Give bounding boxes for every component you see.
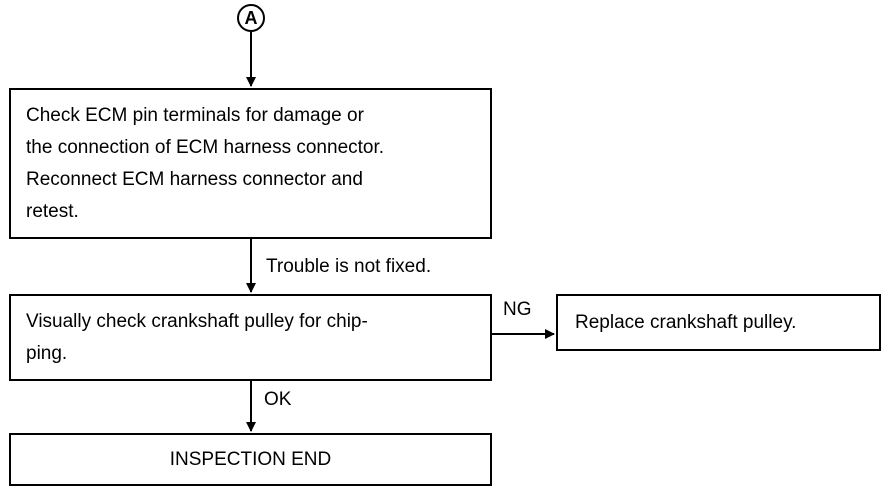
connector-a-badge: A: [237, 4, 265, 32]
ok-label: OK: [264, 389, 292, 410]
check-ecm-text: Check ECM pin terminals for damage or th…: [26, 105, 385, 222]
ng-label: NG: [503, 299, 532, 320]
replace-pulley-text: Replace crankshaft pulley.: [575, 312, 797, 333]
check-pulley-box: Visually check crankshaft pulley for chi…: [9, 294, 492, 381]
check-pulley-text: Visually check crankshaft pulley for chi…: [26, 311, 368, 364]
inspection-end-text: INSPECTION END: [169, 449, 332, 470]
inspection-end-box: INSPECTION END: [9, 433, 492, 486]
trouble-not-fixed-label: Trouble is not fixed.: [266, 256, 432, 277]
check-ecm-box: Check ECM pin terminals for damage or th…: [9, 88, 492, 239]
replace-pulley-box: Replace crankshaft pulley.: [556, 294, 881, 351]
connector-a-label: A: [244, 8, 258, 28]
